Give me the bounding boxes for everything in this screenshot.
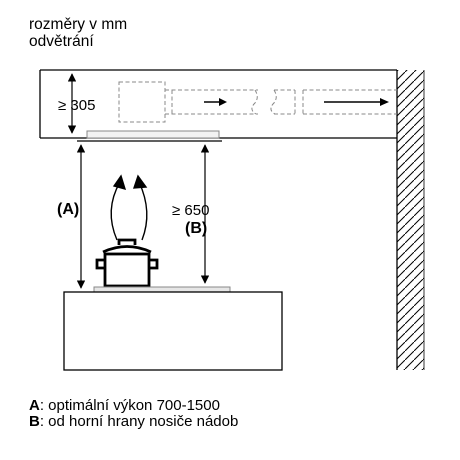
- airflow-arrows: [204, 98, 389, 106]
- legend-b-key: B: [29, 413, 40, 430]
- cooking-pot: [95, 238, 159, 288]
- cooker-hood: [77, 130, 222, 142]
- hob: [93, 286, 231, 293]
- legend-b-text: : od horní hrany nosiče nádob: [39, 413, 239, 430]
- legend-b: B: od horní hrany nosiče nádob: [29, 413, 238, 431]
- steam-arrows: [110, 174, 148, 241]
- ventilation-label: odvětrání: [29, 33, 94, 50]
- exhaust-duct: [118, 81, 397, 123]
- units-label: rozměry v mm: [29, 16, 128, 33]
- legend-a-key: A: [29, 397, 40, 414]
- dimension-b-letter-label: (B): [185, 220, 207, 237]
- dimension-b-value-label: ≥ 650: [172, 202, 209, 219]
- dimension-a-label: (A): [57, 201, 79, 218]
- legend-a-text: : optimální výkon 700-1500: [39, 397, 220, 414]
- kitchen-counter: [63, 291, 283, 371]
- wall: [396, 70, 425, 370]
- dimension-top-label: ≥ 305: [58, 97, 95, 114]
- legend-a: A: optimální výkon 700-1500: [29, 397, 220, 415]
